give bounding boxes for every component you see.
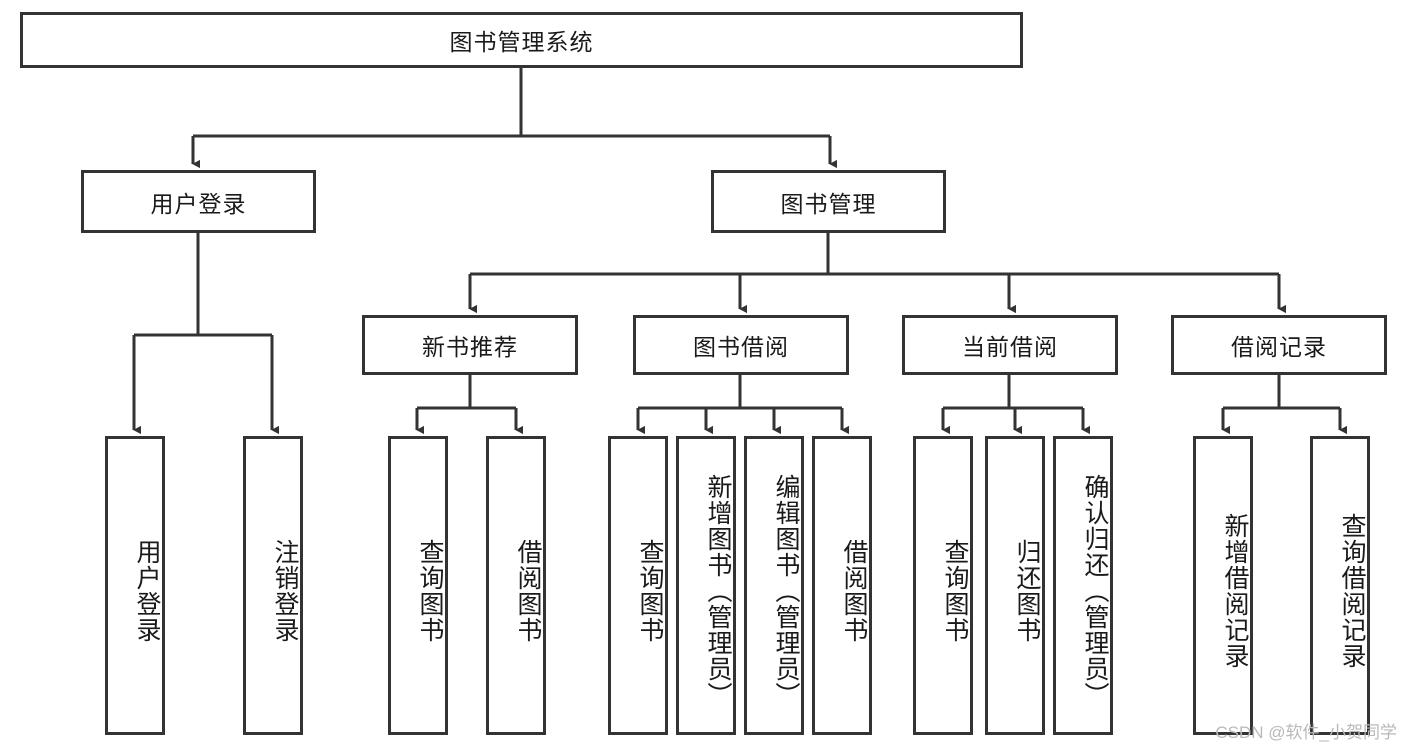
leaf-recommend-borrow-book-label: 借阅图书: [514, 538, 542, 643]
node-book-management-label: 图书管理: [780, 190, 877, 217]
leaf-current-return-book-label: 归还图书: [1013, 538, 1041, 643]
leaf-borrow-add-book-admin[interactable]: 新增图书（管理员）: [676, 436, 736, 735]
node-book-borrow[interactable]: 图书借阅: [633, 315, 849, 375]
leaf-record-query-borrow-record[interactable]: 查询借阅记录: [1310, 436, 1370, 735]
node-borrow-record-label: 借阅记录: [1231, 334, 1327, 360]
leaf-current-query-book[interactable]: 查询图书: [913, 436, 973, 735]
csdn-watermark: CSDN @软件_小贺同学: [1215, 723, 1397, 742]
leaf-record-add-borrow-record[interactable]: 新增借阅记录: [1193, 436, 1253, 735]
node-user-login[interactable]: 用户登录: [81, 170, 316, 233]
node-current-borrow-label: 当前借阅: [962, 334, 1058, 360]
leaf-borrow-edit-book-admin[interactable]: 编辑图书（管理员）: [744, 436, 804, 735]
node-new-book-recommend[interactable]: 新书推荐: [362, 315, 578, 375]
node-user-login-label: 用户登录: [150, 190, 247, 217]
leaf-user-logout[interactable]: 注销登录: [243, 436, 303, 735]
leaf-borrow-do-borrow-book[interactable]: 借阅图书: [812, 436, 872, 735]
leaf-borrow-do-borrow-book-label: 借阅图书: [840, 538, 868, 643]
node-root-label: 图书管理系统: [449, 29, 594, 55]
leaf-current-return-book[interactable]: 归还图书: [985, 436, 1045, 735]
leaf-record-query-borrow-record-label: 查询借阅记录: [1338, 512, 1366, 669]
leaf-current-query-book-label: 查询图书: [941, 538, 969, 643]
leaf-user-login-label: 用户登录: [133, 538, 161, 643]
leaf-recommend-query-book-label: 查询图书: [416, 538, 444, 643]
node-book-management[interactable]: 图书管理: [711, 170, 946, 233]
leaf-user-login[interactable]: 用户登录: [105, 436, 165, 735]
leaf-borrow-query-book-label: 查询图书: [636, 538, 664, 643]
leaf-borrow-edit-book-admin-label: 编辑图书（管理员）: [772, 473, 800, 708]
leaf-current-confirm-return-admin[interactable]: 确认归还（管理员）: [1053, 436, 1113, 735]
leaf-record-add-borrow-record-label: 新增借阅记录: [1221, 512, 1249, 669]
leaf-current-confirm-return-admin-label: 确认归还（管理员）: [1081, 473, 1109, 708]
leaf-user-logout-label: 注销登录: [271, 538, 299, 643]
node-borrow-record[interactable]: 借阅记录: [1171, 315, 1387, 375]
node-current-borrow[interactable]: 当前借阅: [902, 315, 1118, 375]
leaf-borrow-query-book[interactable]: 查询图书: [608, 436, 668, 735]
leaf-recommend-borrow-book[interactable]: 借阅图书: [486, 436, 546, 735]
leaf-recommend-query-book[interactable]: 查询图书: [388, 436, 448, 735]
node-new-book-recommend-label: 新书推荐: [422, 334, 518, 360]
node-root[interactable]: 图书管理系统: [20, 12, 1023, 68]
node-book-borrow-label: 图书借阅: [693, 334, 789, 360]
leaf-borrow-add-book-admin-label: 新增图书（管理员）: [704, 473, 732, 708]
